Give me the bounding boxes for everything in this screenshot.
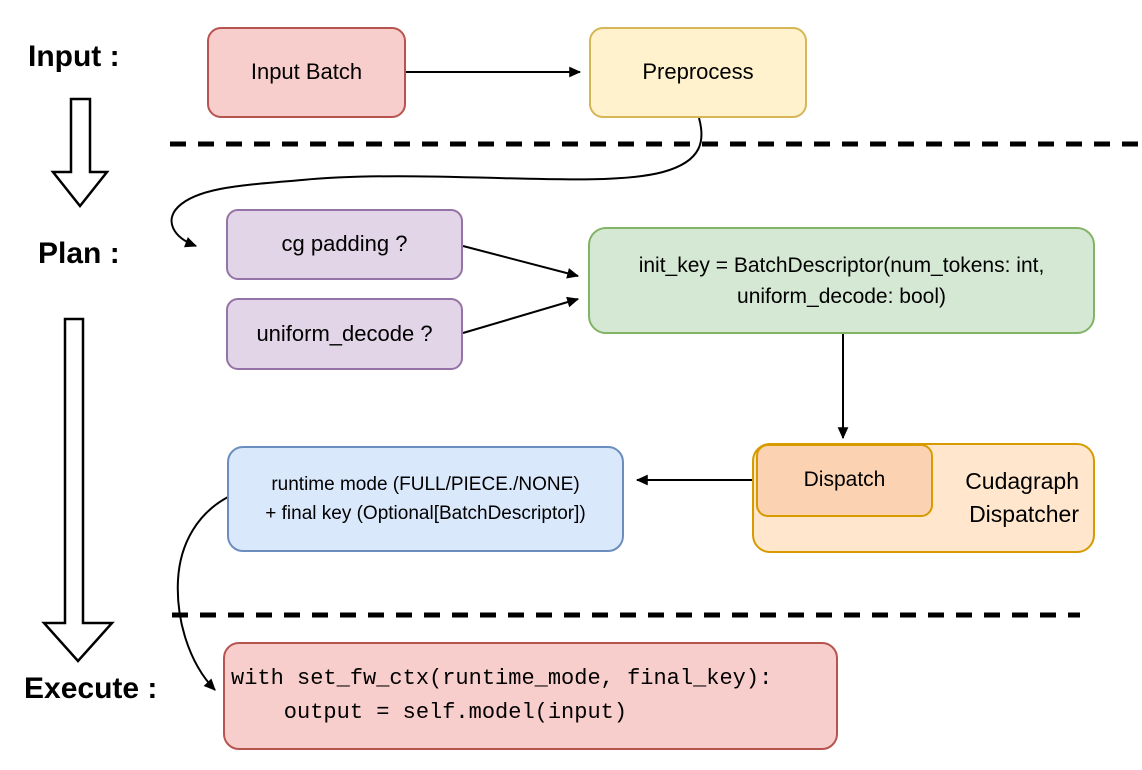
flow-arrow-plan-to-execute-icon xyxy=(41,317,115,663)
node-cg-padding-label: cg padding ? xyxy=(281,231,408,257)
node-preprocess: Preprocess xyxy=(589,27,807,118)
node-runtime-result: runtime mode (FULL/PIECE./NONE) + final … xyxy=(227,446,624,552)
node-execute-code: with set_fw_ctx(runtime_mode, final_key)… xyxy=(223,642,838,750)
section-label-input: Input : xyxy=(28,40,120,73)
node-init-key-line1: init_key = BatchDescriptor(num_tokens: i… xyxy=(638,253,1045,277)
node-init-key-line2: uniform_decode: bool) xyxy=(737,284,946,308)
connector-cg-padding-to-init-key xyxy=(462,245,580,279)
node-dispatch: Dispatch xyxy=(756,444,933,517)
section-label-plan: Plan : xyxy=(38,237,120,270)
node-dispatch-label: Dispatch xyxy=(803,468,886,492)
node-runtime-result-line1: runtime mode (FULL/PIECE./NONE) xyxy=(271,474,580,495)
node-input-batch: Input Batch xyxy=(207,27,406,118)
execute-code-line1: with set_fw_ctx(runtime_mode, final_key)… xyxy=(231,666,773,691)
node-init-key: init_key = BatchDescriptor(num_tokens: i… xyxy=(588,227,1095,334)
node-runtime-result-line2: + final key (Optional[BatchDescriptor]) xyxy=(265,503,586,524)
node-input-batch-label: Input Batch xyxy=(250,59,363,85)
node-uniform-decode: uniform_decode ? xyxy=(226,298,463,370)
flow-arrow-input-to-plan-icon xyxy=(50,97,110,209)
node-preprocess-label: Preprocess xyxy=(642,59,754,85)
connector-runtime-result-to-execute-code xyxy=(176,496,229,691)
node-uniform-decode-label: uniform_decode ? xyxy=(256,320,433,346)
node-cudagraph-dispatcher-line2: Dispatcher xyxy=(969,501,1079,527)
section-label-execute: Execute : xyxy=(24,672,158,705)
node-cudagraph-dispatcher-line1: Cudagraph xyxy=(965,468,1079,494)
execute-code-line2: output = self.model(input) xyxy=(231,700,628,725)
connector-uniform-decode-to-init-key xyxy=(462,296,580,334)
node-cg-padding: cg padding ? xyxy=(226,209,463,280)
connector-preprocess-to-cg-padding xyxy=(170,117,703,248)
